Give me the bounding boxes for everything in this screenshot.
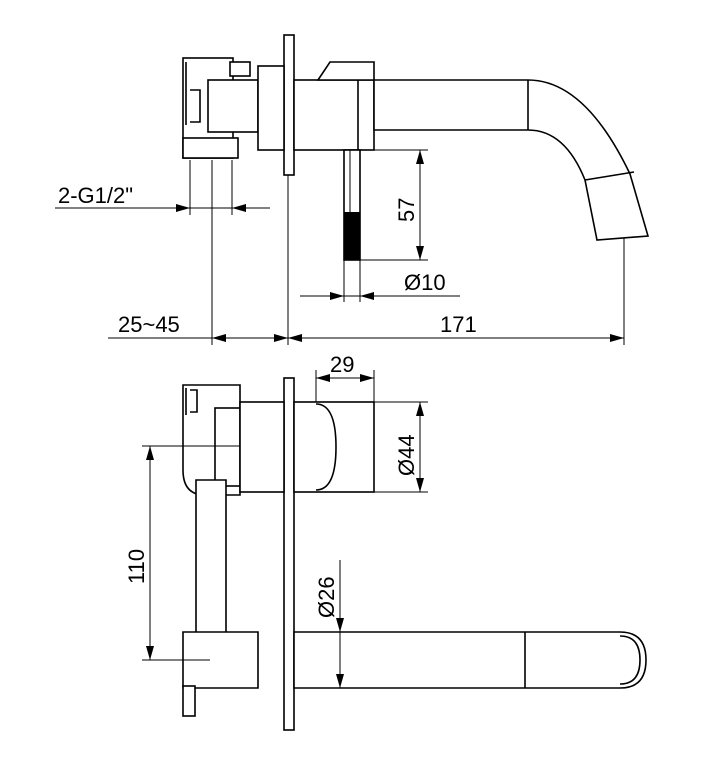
side-spout	[373, 79, 650, 241]
dim-body-diameter-label: Ø44	[394, 434, 419, 476]
side-nut	[229, 61, 251, 77]
dim-spout-diameter-label: Ø26	[314, 576, 339, 618]
dim-body-length-label: 29	[330, 352, 354, 377]
side-handle-grip	[344, 212, 360, 260]
dim-thread-label: 2-G1/2"	[58, 183, 133, 208]
dim-body-length: 29	[315, 352, 375, 402]
dim-depth: 25~45	[108, 160, 289, 345]
dim-handle-diameter-label: Ø10	[404, 270, 446, 295]
dim-center-distance-label: 110	[124, 549, 149, 584]
side-view	[182, 34, 650, 261]
dim-spout-length: 171	[288, 238, 625, 345]
side-mixer-body	[293, 79, 375, 151]
dim-handle-diameter: Ø10	[300, 260, 460, 302]
top-handle-cap	[315, 403, 337, 491]
side-handle-base	[316, 61, 375, 81]
side-thread-connector	[182, 137, 239, 159]
top-valve-inner	[214, 407, 241, 487]
top-inlet-detail	[185, 388, 198, 415]
top-view	[182, 377, 647, 731]
dim-handle-height-label: 57	[394, 198, 419, 222]
top-lower-inlet	[182, 685, 196, 717]
top-sleeve	[239, 401, 285, 493]
side-valve-core	[207, 79, 259, 133]
side-inlet-detail	[185, 62, 201, 125]
dim-thread: 2-G1/2"	[55, 160, 270, 215]
top-mixer-body	[293, 401, 375, 493]
top-spout-tip	[619, 635, 641, 685]
top-spout	[293, 631, 647, 689]
dim-body-diameter: Ø44	[374, 401, 428, 493]
side-aerator-line	[584, 171, 635, 181]
side-wall-plate	[283, 34, 295, 176]
dim-spout-length-label: 171	[440, 312, 477, 337]
top-connecting-pipe	[195, 479, 227, 641]
side-sleeve	[257, 65, 285, 151]
dim-handle-height: 57	[360, 149, 428, 261]
top-lower-valve	[182, 631, 259, 689]
dim-center-distance: 110	[124, 445, 240, 661]
top-wall-plate	[283, 377, 295, 731]
dim-depth-label: 25~45	[118, 312, 180, 337]
dim-spout-diameter: Ø26	[314, 560, 344, 688]
